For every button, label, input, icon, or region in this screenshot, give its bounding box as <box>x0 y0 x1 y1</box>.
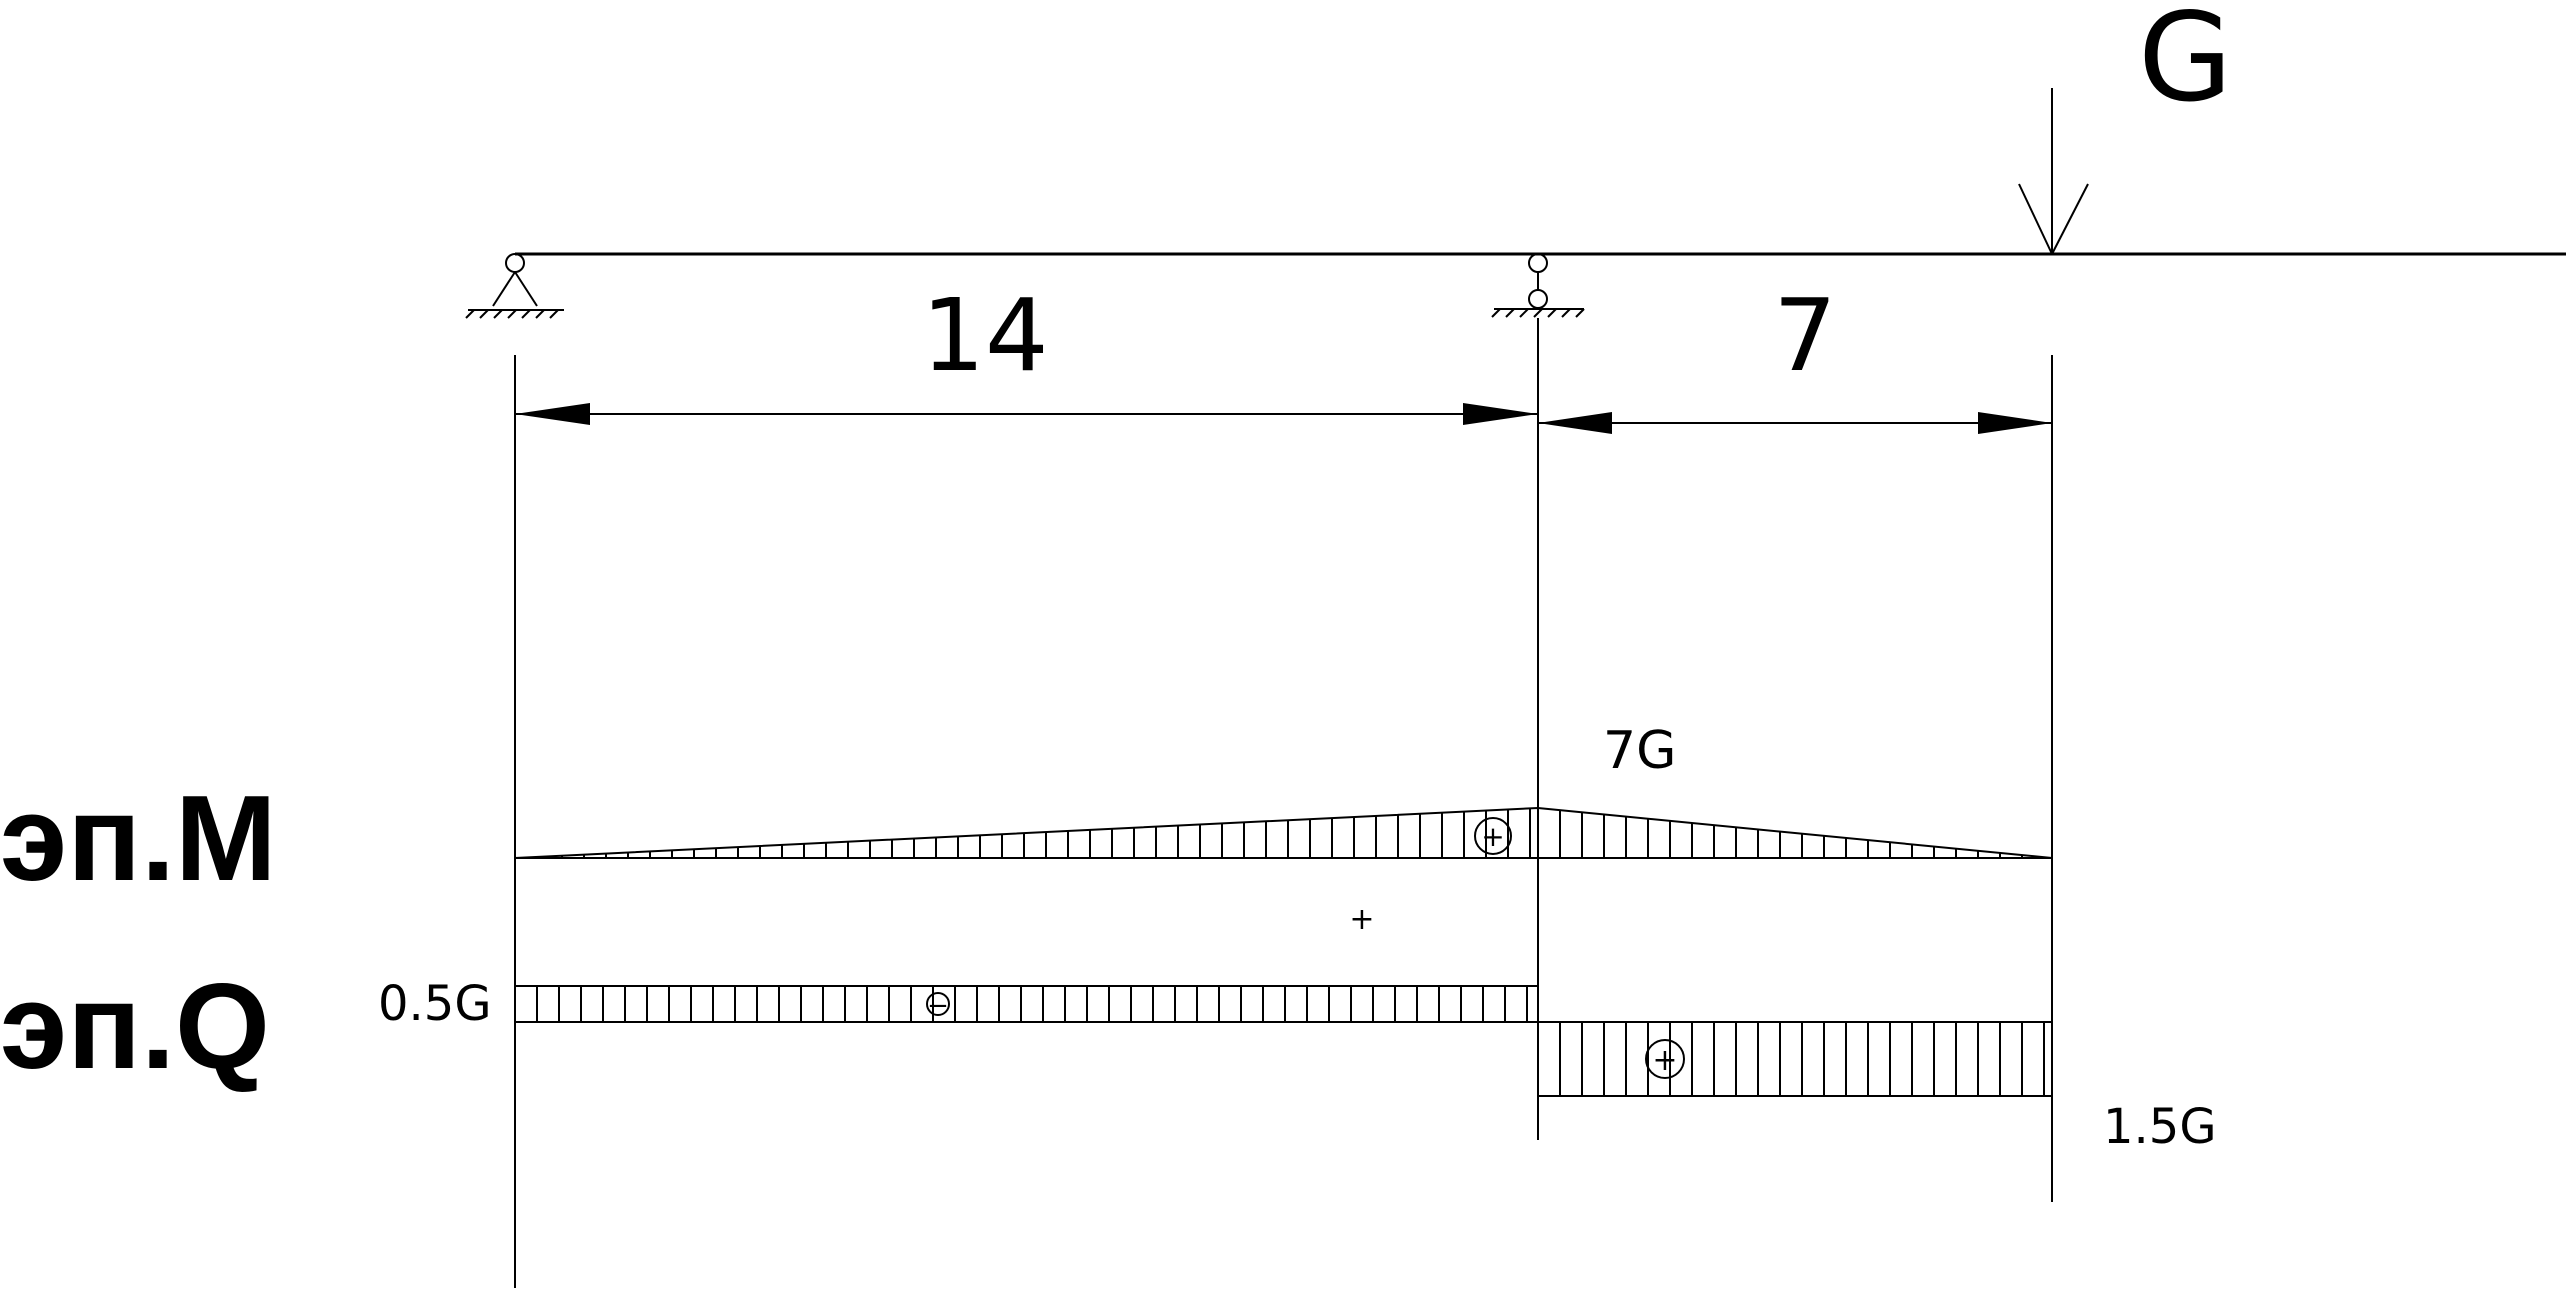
shear-diagram <box>514 985 2053 1097</box>
shear-left-label: 0.5G <box>378 976 492 1032</box>
shear-diagram-title: эп.Q <box>0 958 270 1094</box>
moment-sign: + <box>1481 820 1504 853</box>
dimension-label-14: 14 <box>921 277 1048 394</box>
moment-diagram-title: эп.М <box>0 770 277 906</box>
moment-hatch <box>539 808 2045 858</box>
pinned-support <box>465 253 564 319</box>
moment-peak-label: 7G <box>1603 721 1676 781</box>
load-arrow <box>2018 88 2089 255</box>
dimension-label-7: 7 <box>1773 277 1837 394</box>
stray-plus-mark: + <box>1349 902 1374 937</box>
dimension-line-7 <box>1538 412 2052 434</box>
shear-right-label: 1.5G <box>2103 1099 2217 1155</box>
dimension-line-14 <box>515 403 1538 425</box>
load-label: G <box>2138 0 2233 129</box>
shear-right-sign: + <box>1652 1043 1677 1078</box>
shear-hatch <box>536 986 2045 1096</box>
moment-diagram <box>514 806 2053 859</box>
roller-support <box>1491 253 1585 318</box>
shear-left-sign: − <box>927 991 949 1021</box>
